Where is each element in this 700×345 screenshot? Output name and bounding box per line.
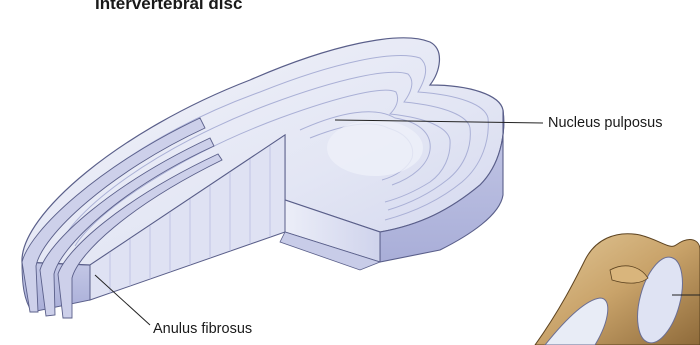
figure-title: Intervertebral disc — [95, 0, 242, 14]
vertebra-fragment — [535, 234, 700, 345]
nucleus-pulposus-label: Nucleus pulposus — [548, 115, 662, 131]
anulus-fibrosus-label: Anulus fibrosus — [153, 321, 252, 337]
nucleus-region — [327, 120, 423, 176]
